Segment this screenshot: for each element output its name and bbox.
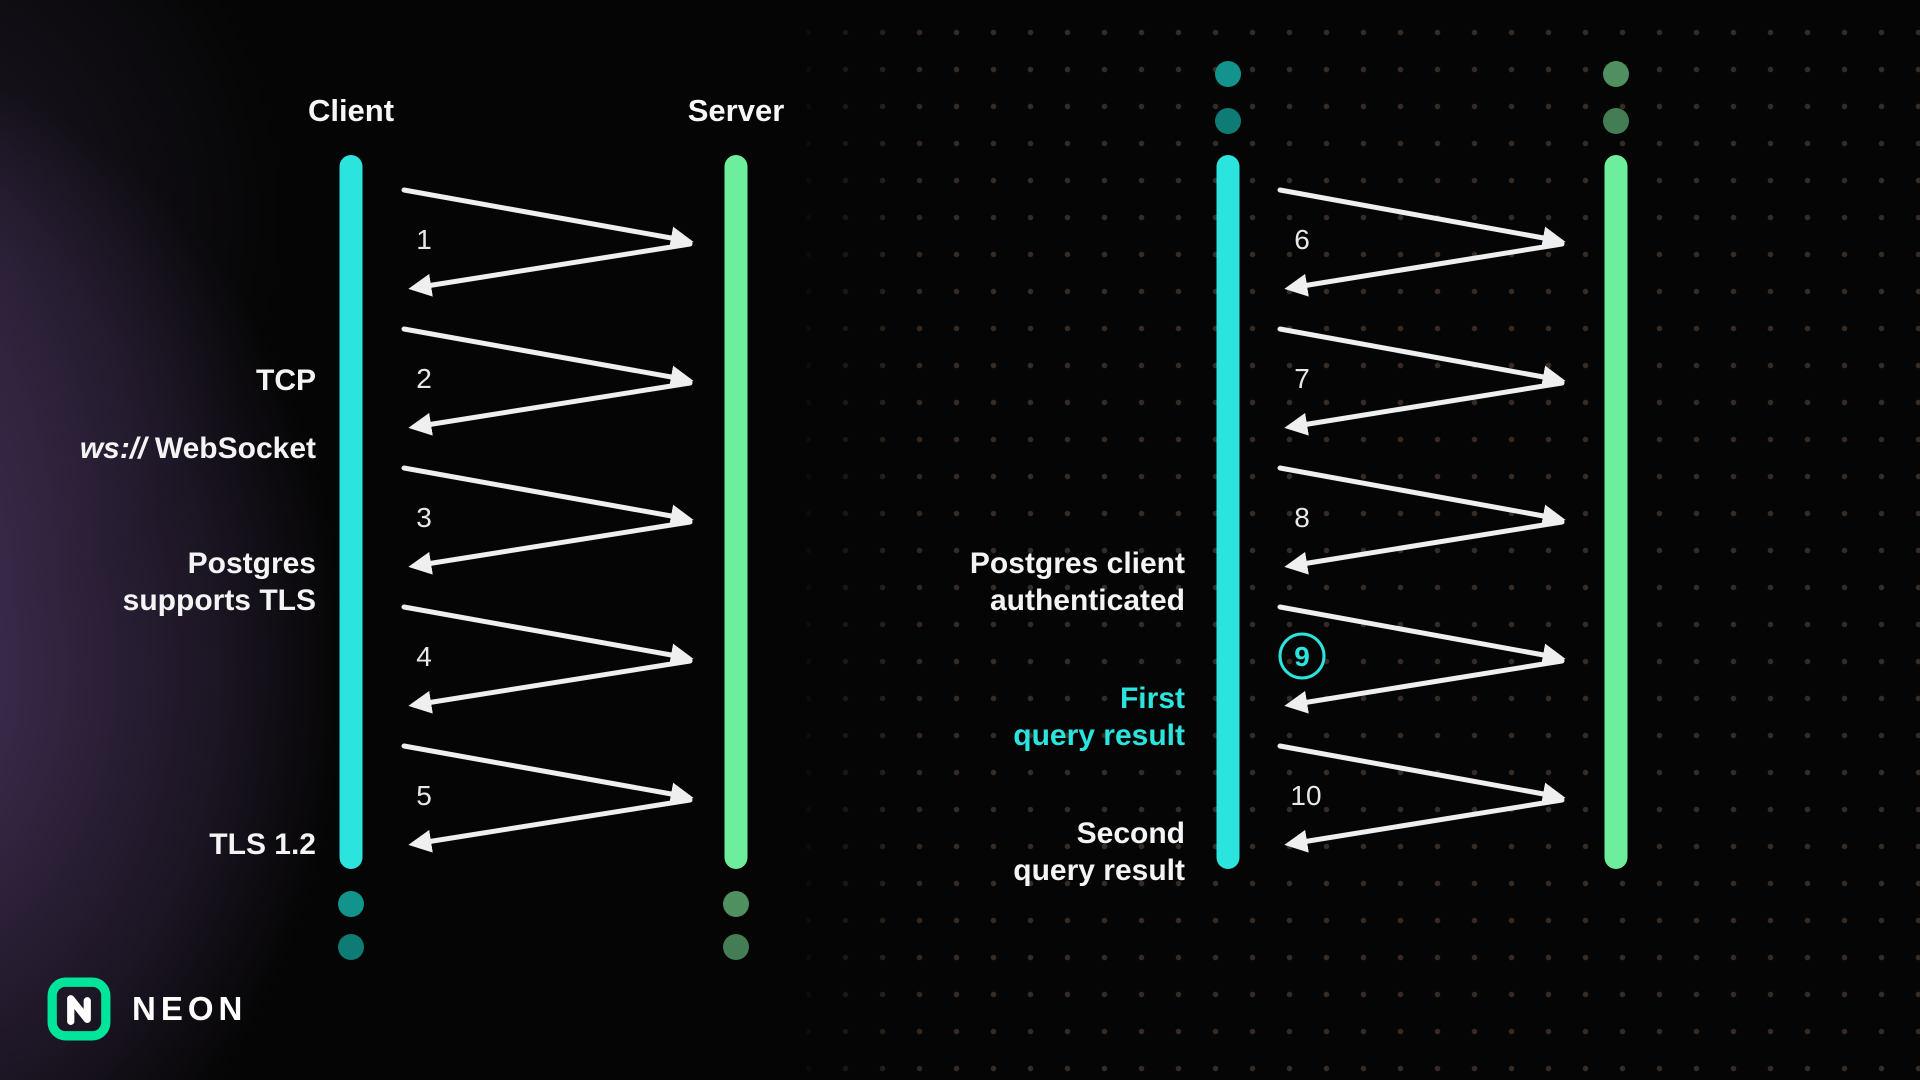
round-trip-step-5: 5 (401, 743, 694, 853)
step-number: 7 (1294, 363, 1310, 394)
server-continuation-dot (1603, 61, 1629, 87)
label-websocket: ws:// WebSocket (0, 430, 316, 467)
step-number: 8 (1294, 502, 1310, 533)
client-lifeline-right (1216, 155, 1240, 869)
client-continuation-dot (338, 934, 364, 960)
client-lifeline-left (339, 155, 363, 869)
label-second-query-result: Second query result (880, 815, 1185, 889)
neon-logo: NEON (46, 976, 247, 1042)
step-number: 10 (1290, 780, 1321, 811)
label-line: authenticated (989, 584, 1185, 617)
step-9-highlight-circle (1278, 632, 1326, 680)
round-trip-step-6: 6 (1277, 187, 1566, 297)
client-continuation-dot (1215, 61, 1241, 87)
step-number: 5 (416, 780, 432, 811)
client-continuation-dot (338, 891, 364, 917)
round-trip-step-8: 8 (1277, 465, 1566, 575)
label-line: Postgres (187, 547, 316, 580)
label-tcp: TCP (256, 364, 316, 397)
step-number: 3 (416, 502, 432, 533)
round-trip-step-9: 9 (1277, 604, 1566, 714)
label-tls-version: TLS 1.2 (209, 828, 316, 861)
client-continuation-dot (1215, 108, 1241, 134)
label-ws-prefix: ws:// (79, 432, 147, 465)
client-header: Client (307, 93, 395, 128)
label-line: query result (1013, 719, 1185, 752)
round-trip-step-3: 3 (401, 465, 694, 575)
round-trip-step-2: 2 (401, 326, 694, 436)
step-number: 6 (1294, 224, 1310, 255)
label-postgres-supports-tls: Postgres supports TLS (0, 545, 316, 619)
label-line: Second (1076, 817, 1185, 850)
label-line: query result (1013, 854, 1185, 887)
round-trip-step-1: 1 (401, 187, 694, 297)
server-continuation-dot (723, 891, 749, 917)
step-number: 2 (416, 363, 432, 394)
round-trip-step-7: 7 (1277, 326, 1566, 436)
server-header: Server (687, 93, 785, 128)
label-line: supports TLS (122, 584, 316, 617)
round-trip-step-10: 10 (1277, 743, 1566, 853)
step-number: 1 (416, 224, 432, 255)
label-line: First (1119, 682, 1185, 715)
neon-logo-icon (47, 977, 111, 1041)
label-postgres-authenticated: Postgres client authenticated (880, 545, 1185, 619)
label-first-query-result: First query result (880, 680, 1185, 754)
step-number: 4 (416, 641, 432, 672)
neon-wordmark: NEON (132, 990, 248, 1027)
round-trip-step-4: 4 (401, 604, 694, 714)
label-ws-text: WebSocket (146, 432, 316, 465)
server-lifeline-right (1604, 155, 1628, 869)
step-number-highlighted: 9 (1294, 641, 1310, 672)
server-lifeline-left (724, 155, 748, 869)
label-line: Postgres client (969, 547, 1185, 580)
server-continuation-dot (723, 934, 749, 960)
server-continuation-dot (1603, 108, 1629, 134)
